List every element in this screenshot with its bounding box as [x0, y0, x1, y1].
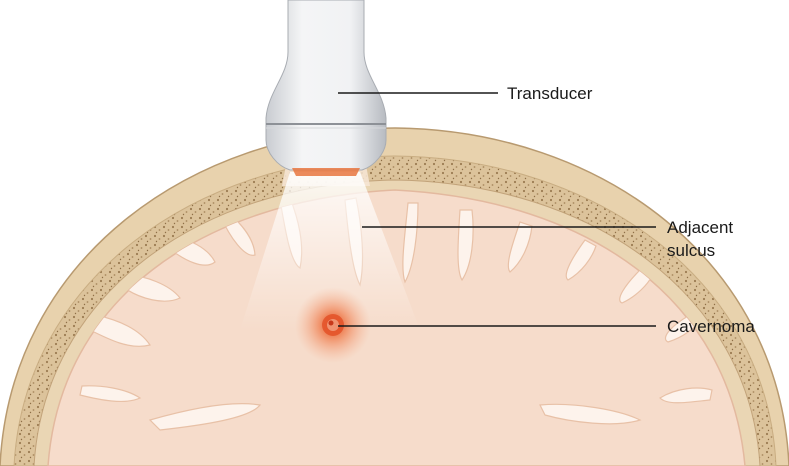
cavernoma-label: Cavernoma: [667, 317, 755, 336]
transducer-label: Transducer: [507, 84, 593, 103]
transducer-probe-icon: [266, 0, 386, 176]
cavernoma-lesion-icon: [295, 287, 371, 363]
adjacent-sulcus-label-line2: sulcus: [667, 241, 715, 260]
adjacent-sulcus-label-line1: Adjacent: [667, 218, 733, 237]
